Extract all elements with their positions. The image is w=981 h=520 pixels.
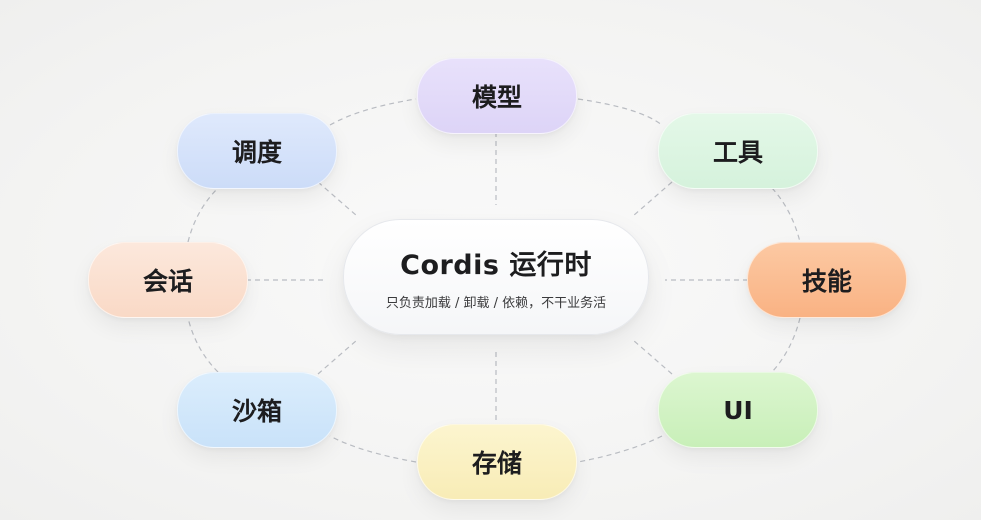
node-ui-label: UI xyxy=(723,395,753,425)
center-title: Cordis 运行时 xyxy=(400,250,592,281)
spoke-sandbox xyxy=(317,339,358,375)
node-scheduling: 调度 xyxy=(177,113,337,189)
ring-session-scheduling xyxy=(187,187,219,243)
ring-model-tools xyxy=(577,98,663,126)
node-storage-label: 存储 xyxy=(471,449,522,478)
node-session-label: 会话 xyxy=(142,267,193,296)
center-node: Cordis 运行时 只负责加载 / 卸载 / 依赖，不干业务活 xyxy=(343,219,649,335)
node-tools-label: 工具 xyxy=(712,138,763,167)
ring-storage-sandbox xyxy=(329,435,417,463)
node-session: 会话 xyxy=(88,242,248,318)
node-sandbox-label: 沙箱 xyxy=(231,397,282,426)
ring-sandbox-session xyxy=(187,317,219,373)
node-model-label: 模型 xyxy=(471,83,522,112)
node-sandbox: 沙箱 xyxy=(177,372,337,448)
node-skills-label: 技能 xyxy=(801,267,852,296)
node-scheduling-label: 调度 xyxy=(231,138,282,167)
node-model: 模型 xyxy=(417,58,577,134)
center-subtitle: 只负责加载 / 卸载 / 依赖，不干业务活 xyxy=(385,296,607,311)
spoke-tools xyxy=(632,181,673,217)
ring-scheduling-model xyxy=(329,98,417,126)
node-storage: 存储 xyxy=(417,424,577,500)
spoke-scheduling xyxy=(317,181,358,217)
node-skills: 技能 xyxy=(747,242,907,318)
ring-ui-storage xyxy=(577,435,663,463)
node-tools: 工具 xyxy=(658,113,818,189)
node-ui: UI xyxy=(658,372,818,448)
ring-skills-ui xyxy=(771,317,801,373)
spoke-ui xyxy=(632,339,673,375)
ring-tools-skills xyxy=(771,187,801,243)
